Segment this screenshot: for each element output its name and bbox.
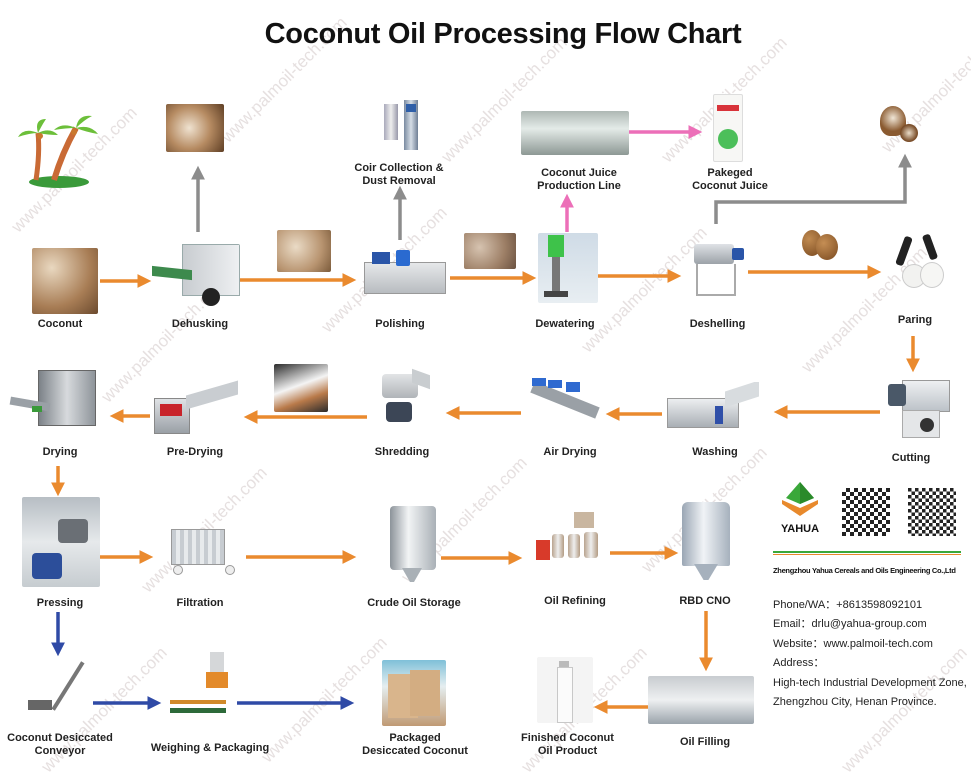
- paring-tool-image: [888, 232, 948, 290]
- company-name: Zhengzhou Yahua Cereals and Oils Enginee…: [773, 566, 956, 575]
- juice-line-image: [521, 111, 629, 155]
- label-juice-line-1: Coconut Juice: [541, 167, 617, 179]
- whatsapp-qr-code[interactable]: [842, 488, 890, 536]
- label-coconut: Coconut: [37, 318, 83, 330]
- contact-address-label: Address：: [773, 657, 825, 670]
- label-packed-juice-2: Coconut Juice: [692, 180, 768, 192]
- storage-tank-image: [388, 502, 438, 586]
- contact-phone[interactable]: Phone/WA：+8613598092101: [773, 599, 923, 611]
- drying-machine-image: [8, 364, 100, 438]
- label-filtration: Filtration: [176, 597, 224, 609]
- label-pre-drying: Pre-Drying: [166, 446, 224, 458]
- label-polishing: Polishing: [375, 318, 425, 330]
- contact-website[interactable]: Website：www.palmoil-tech.com: [773, 637, 933, 650]
- contact-address-line1: High-tech Industrial Development Zone,: [773, 676, 967, 689]
- juice-carton-image: [713, 94, 743, 162]
- coconut-shells-image: [878, 100, 920, 150]
- coconut-image: [32, 248, 98, 314]
- label-dehusking: Dehusking: [171, 318, 229, 330]
- label-crude-storage: Crude Oil Storage: [367, 597, 461, 609]
- pre-drying-machine-image: [150, 378, 240, 438]
- label-desiccated-conveyor-1: Coconut Desiccated: [7, 732, 113, 744]
- pressing-machine-image: [22, 497, 100, 587]
- label-finished-oil-2: Oil Product: [537, 745, 598, 757]
- dewatering-machine-image: [538, 233, 598, 303]
- label-dewatering: Dewatering: [535, 318, 595, 330]
- arrow-deshelling-shells: [714, 153, 912, 224]
- label-finished-oil-1: Finished Coconut: [521, 732, 614, 744]
- label-oil-refining: Oil Refining: [544, 595, 606, 607]
- pared-kernels-image: [800, 228, 842, 262]
- contact-email[interactable]: Email：drlu@yahua-group.com: [773, 618, 927, 631]
- dehusked-coconut-image: [277, 230, 331, 272]
- label-air-drying: Air Drying: [543, 446, 597, 458]
- label-paring: Paring: [897, 314, 933, 326]
- divider-orange: [773, 554, 961, 555]
- label-oil-filling: Oil Filling: [679, 736, 731, 748]
- wechat-qr-code[interactable]: [908, 488, 956, 536]
- label-shredding: Shredding: [374, 446, 430, 458]
- label-packaged-desiccated-1: Packaged: [389, 732, 441, 744]
- rbd-tank-image: [680, 498, 732, 584]
- dust-collector-image: [382, 100, 424, 155]
- shredding-machine-image: [378, 368, 434, 440]
- contact-info: Phone/WA：+8613598092101 Email：drlu@yahua…: [773, 596, 967, 712]
- cutting-machine-image: [882, 376, 954, 442]
- desiccated-bags-image: [382, 660, 446, 726]
- logo-text: YAHUA: [780, 523, 820, 535]
- page-title: Coconut Oil Processing Flow Chart: [264, 18, 742, 50]
- label-weighing: Weighing & Packaging: [150, 742, 270, 754]
- label-drying: Drying: [42, 446, 78, 458]
- air-drying-machine-image: [526, 374, 604, 440]
- polished-coconut-image: [464, 233, 516, 269]
- dehusking-machine-image: [152, 244, 240, 308]
- label-deshelling: Deshelling: [689, 318, 746, 330]
- yahua-logo-icon: [782, 482, 818, 516]
- label-washing: Washing: [692, 446, 738, 458]
- label-desiccated-conveyor-2: Conveyor: [34, 745, 86, 757]
- label-coir-1: Coir Collection &: [354, 162, 444, 174]
- deshelling-machine-image: [686, 236, 746, 296]
- filter-press-image: [155, 515, 245, 575]
- label-rbd-cno: RBD CNO: [679, 595, 731, 607]
- palm-tree-icon: [18, 115, 98, 188]
- label-juice-line-2: Production Line: [537, 180, 621, 192]
- screw-conveyor-image: [20, 656, 90, 722]
- contact-address-line2: Zhengzhou City, Henan Province.: [773, 696, 937, 709]
- label-pressing: Pressing: [36, 597, 84, 609]
- label-coir-2: Dust Removal: [362, 175, 436, 187]
- washing-machine-image: [665, 382, 767, 434]
- oil-bottle-image: [537, 657, 593, 723]
- coconut-husk-image: [166, 104, 224, 152]
- divider-green: [773, 551, 961, 553]
- label-cutting: Cutting: [891, 452, 931, 464]
- weighing-machine-image: [166, 652, 232, 722]
- refining-plant-image: [530, 508, 610, 574]
- label-packaged-desiccated-2: Desiccated Coconut: [362, 745, 468, 757]
- coconut-shreds-image: [274, 364, 328, 412]
- label-packed-juice-1: Pakeged: [707, 167, 753, 179]
- polishing-machine-image: [360, 244, 448, 300]
- oil-filling-line-image: [648, 676, 754, 724]
